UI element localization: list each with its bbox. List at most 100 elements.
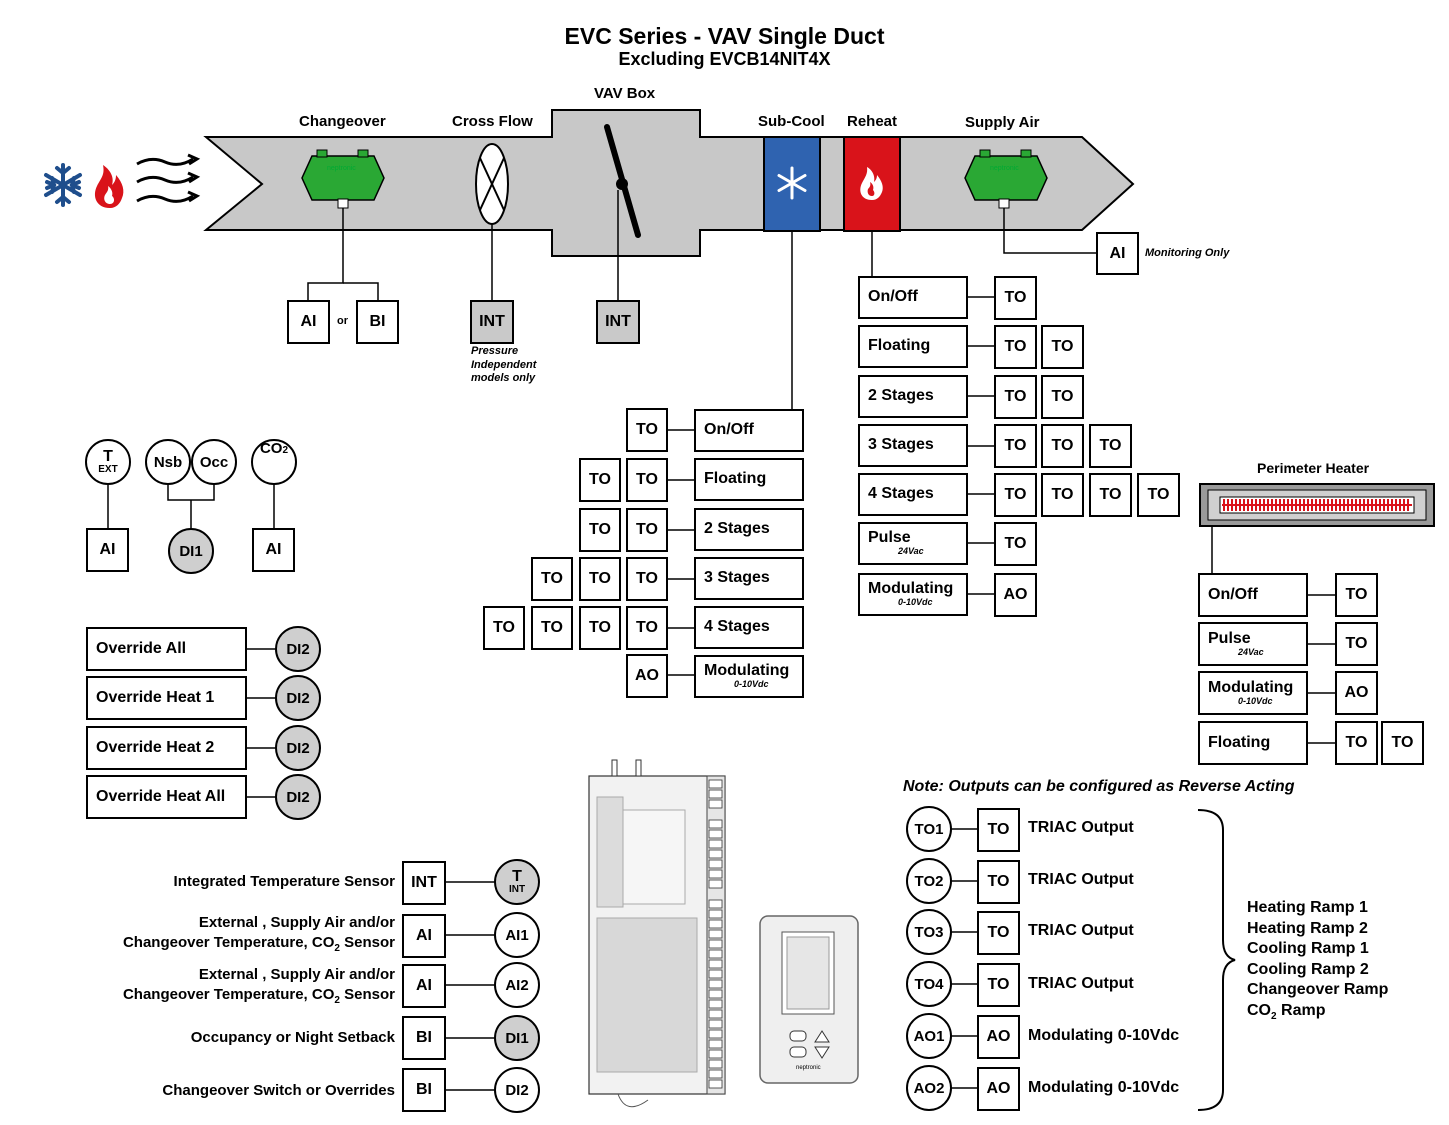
reheat-to: TO <box>994 325 1037 369</box>
changeover-sensor-brand: neptronic <box>327 165 356 172</box>
output-desc: TRIAC Output <box>1028 819 1134 836</box>
output-type-box: TO <box>977 808 1020 852</box>
output-terminal: TO2 <box>906 858 952 904</box>
input-terminal: DI2 <box>494 1067 540 1113</box>
input-desc: Occupancy or Night Setback <box>190 1029 395 1046</box>
reheat-to: TO <box>994 276 1037 320</box>
ramp-item: Changeover Ramp <box>1247 981 1389 999</box>
input-terminal: DI1 <box>494 1015 540 1061</box>
override-di2-terminal: DI2 <box>275 675 321 721</box>
reheat-label-4stages: 4 Stages <box>858 473 968 516</box>
supply-monitoring-note: Monitoring Only <box>1145 247 1230 259</box>
changeover-ai-box: AI <box>287 300 330 344</box>
reheat-to: TO <box>1089 473 1132 517</box>
subcool-to: TO <box>579 508 621 552</box>
output-desc: Modulating 0-10Vdc <box>1028 1027 1180 1044</box>
reheat-ao: AO <box>994 573 1037 617</box>
subcool-label-onoff: On/Off <box>694 409 804 452</box>
output-terminal: AO2 <box>906 1065 952 1111</box>
perimeter-heater-icon <box>1199 483 1435 527</box>
perimeter-to: TO <box>1335 721 1378 765</box>
ramp-item: Heating Ramp 1 <box>1247 899 1368 916</box>
override-heat2-label: Override Heat 2 <box>86 726 247 770</box>
subcool-to: TO <box>483 606 525 650</box>
override-heatall-label: Override Heat All <box>86 775 247 819</box>
ramp-item: Cooling Ramp 1 <box>1247 940 1369 958</box>
input-desc: Changeover Temperature, CO2 Sensor <box>122 986 395 1006</box>
di1-terminal: DI1 <box>168 528 214 574</box>
ramp-item: Heating Ramp 2 <box>1247 919 1368 937</box>
input-type-box: AI <box>402 914 446 958</box>
reheat-flame-icon <box>860 167 883 200</box>
thermostat-icon <box>759 915 859 1084</box>
subcool-label-floating: Floating <box>694 458 804 501</box>
input-terminal: AI1 <box>494 912 540 958</box>
reheat-to: TO <box>994 375 1037 419</box>
output-desc: TRIAC Output <box>1028 975 1134 992</box>
duct-body <box>203 109 1135 257</box>
reheat-label: Reheat <box>847 113 898 130</box>
reheat-to: TO <box>1089 424 1132 468</box>
input-type-box: BI <box>402 1016 446 1060</box>
vav-box-label: VAV Box <box>594 85 656 102</box>
page-subtitle: Excluding EVCB14NIT4X <box>618 49 831 69</box>
changeover-bi-box: BI <box>356 300 399 344</box>
reheat-to: TO <box>1041 473 1084 517</box>
subcool-to: TO <box>626 508 668 552</box>
output-desc: Modulating 0-10Vdc <box>1028 1079 1180 1096</box>
input-type-box: INT <box>402 861 446 905</box>
airflow-icon <box>136 153 201 203</box>
cross-flow-int-box: INT <box>470 300 514 344</box>
input-type-box: BI <box>402 1068 446 1112</box>
subcool-to: TO <box>531 606 573 650</box>
changeover-label: Changeover <box>299 113 386 130</box>
subcool-label-2stages: 2 Stages <box>694 508 804 551</box>
reheat-to: TO <box>994 424 1037 468</box>
output-desc: TRIAC Output <box>1028 922 1134 939</box>
input-terminal: AI2 <box>494 962 540 1008</box>
output-type-box: AO <box>977 1067 1020 1111</box>
reheat-to: TO <box>1137 473 1180 517</box>
input-desc: Changeover Switch or Overrides <box>162 1082 395 1099</box>
perimeter-label-floating: Floating <box>1198 721 1308 765</box>
output-terminal: AO1 <box>906 1013 952 1059</box>
ramp-list: Heating Ramp 1 Heating Ramp 2 Cooling Ra… <box>1247 898 1388 1028</box>
perimeter-heater-label: Perimeter Heater <box>1257 460 1370 476</box>
reheat-to: TO <box>1041 375 1084 419</box>
cross-flow-note-2: Independent <box>471 359 537 371</box>
subcool-to: TO <box>579 458 621 502</box>
subcool-to: TO <box>626 458 668 502</box>
occ-sensor: Occ <box>191 439 237 485</box>
cross-flow-note-3: models only <box>471 372 536 384</box>
reheat-label-3stages: 3 Stages <box>858 424 968 467</box>
subcool-to: TO <box>626 557 668 601</box>
supply-air-sensor-icon <box>964 149 1048 209</box>
thermostat-brand: neptronic <box>796 1065 821 1071</box>
output-type-box: TO <box>977 911 1020 955</box>
flame-icon <box>94 165 124 208</box>
reheat-to: TO <box>994 473 1037 517</box>
output-terminal: TO3 <box>906 909 952 955</box>
override-all-label: Override All <box>86 627 247 671</box>
reheat-label-floating: Floating <box>858 325 968 368</box>
reverse-acting-note: Note: Outputs can be configured as Rever… <box>903 778 1295 795</box>
controller-device-icon <box>588 759 726 1108</box>
vav-int-box: INT <box>596 300 640 344</box>
reheat-label-onoff: On/Off <box>858 276 968 319</box>
nsb-sensor: Nsb <box>145 439 191 485</box>
ext-temp-ai-box: AI <box>86 528 129 572</box>
subcool-label-3stages: 3 Stages <box>694 557 804 600</box>
subcool-label-4stages: 4 Stages <box>694 606 804 649</box>
output-type-box: TO <box>977 963 1020 1007</box>
subcool-to: TO <box>626 606 668 650</box>
page-title: EVC Series - VAV Single Duct <box>564 23 885 49</box>
output-desc: TRIAC Output <box>1028 871 1134 888</box>
damper-icon <box>604 124 641 238</box>
perimeter-to: TO <box>1335 573 1378 617</box>
cross-flow-label: Cross Flow <box>452 113 533 130</box>
